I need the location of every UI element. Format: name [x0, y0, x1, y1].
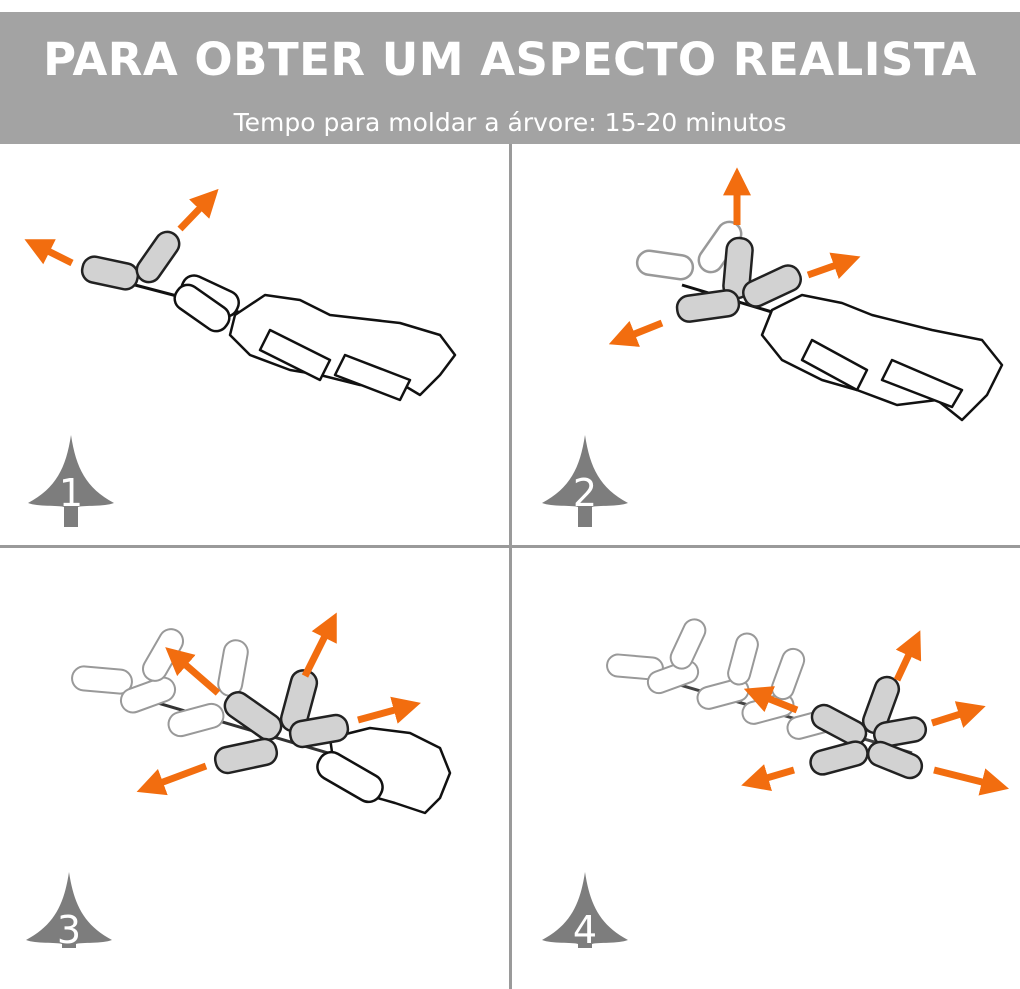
- shaded-branch-tip: [675, 289, 741, 323]
- arrow-icon: [806, 252, 861, 279]
- arrow-icon: [741, 764, 795, 792]
- tree-icon: [26, 872, 112, 948]
- branch-tip: [760, 293, 1004, 422]
- step-4-panel: 4: [512, 548, 1020, 948]
- shaded-branch-tip: [742, 264, 802, 308]
- step-3-badge: 3: [24, 870, 114, 948]
- arrow-icon: [136, 762, 208, 796]
- step-2-panel: 2: [512, 145, 1020, 545]
- tree-icon: [542, 872, 628, 948]
- arrow-icon: [608, 319, 664, 347]
- branch-tip: [71, 665, 133, 695]
- shaded-branch-tip: [213, 737, 279, 775]
- branch-tip: [167, 702, 225, 738]
- step-1-panel: 1: [0, 145, 508, 545]
- header-banner: PARA OBTER UM ASPECTO REALISTA Tempo par…: [0, 12, 1020, 144]
- branch-tip: [800, 338, 869, 392]
- arrow-icon: [933, 766, 1010, 796]
- arrow-icon: [165, 647, 221, 696]
- branch-tip: [316, 750, 384, 804]
- arrow-icon: [177, 188, 219, 232]
- vertical-divider: [509, 144, 512, 989]
- tree-icon: [542, 435, 628, 527]
- step-number: 3: [56, 908, 82, 948]
- shaded-branch-tip: [810, 703, 868, 747]
- shaded-branch-tip: [861, 675, 901, 735]
- arrow-icon: [743, 686, 799, 714]
- arrow-icon: [24, 239, 74, 267]
- shaded-branch-tip: [866, 740, 924, 780]
- shaded-branch-tip: [135, 230, 181, 284]
- branch-tip: [142, 628, 184, 682]
- branch-tip: [727, 632, 759, 686]
- branch-tip: [770, 647, 806, 701]
- shaded-branch-tip: [872, 716, 928, 748]
- branch-tip: [119, 676, 177, 714]
- step-1-illustration: [24, 188, 457, 402]
- step-4-illustration: [606, 618, 1010, 796]
- page-title: PARA OBTER UM ASPECTO REALISTA: [43, 33, 977, 86]
- arrow-icon: [930, 701, 986, 728]
- branch-tip: [333, 353, 412, 402]
- step-3-illustration: [71, 612, 452, 815]
- branch-tip: [880, 358, 964, 409]
- step-4-badge: 4: [540, 870, 630, 948]
- branch-tip: [669, 618, 707, 670]
- horizontal-divider: [0, 545, 1020, 548]
- shaded-branch-tip: [288, 713, 350, 749]
- branch-tip: [635, 249, 695, 281]
- step-number: 2: [572, 471, 598, 515]
- step-number: 1: [58, 471, 84, 515]
- arrow-icon: [301, 612, 337, 678]
- arrow-icon: [893, 630, 922, 682]
- branch-tip: [173, 283, 231, 333]
- branch-tip: [258, 328, 332, 382]
- arrow-icon: [357, 696, 421, 724]
- tree-icon: [28, 435, 114, 527]
- shaded-branch-tip: [80, 255, 140, 291]
- step-number: 4: [572, 908, 598, 948]
- step-3-panel: 3: [0, 548, 508, 948]
- step-2-illustration: [608, 167, 1004, 422]
- step-2-badge: 2: [540, 433, 630, 529]
- step-1-badge: 1: [26, 433, 116, 529]
- branch-tip: [228, 293, 457, 397]
- page-subtitle: Tempo para moldar a árvore: 15-20 minuto…: [233, 108, 787, 137]
- shaded-branch-tip: [809, 740, 869, 776]
- branch-tip: [217, 639, 249, 697]
- shaded-branch-tip: [223, 691, 283, 741]
